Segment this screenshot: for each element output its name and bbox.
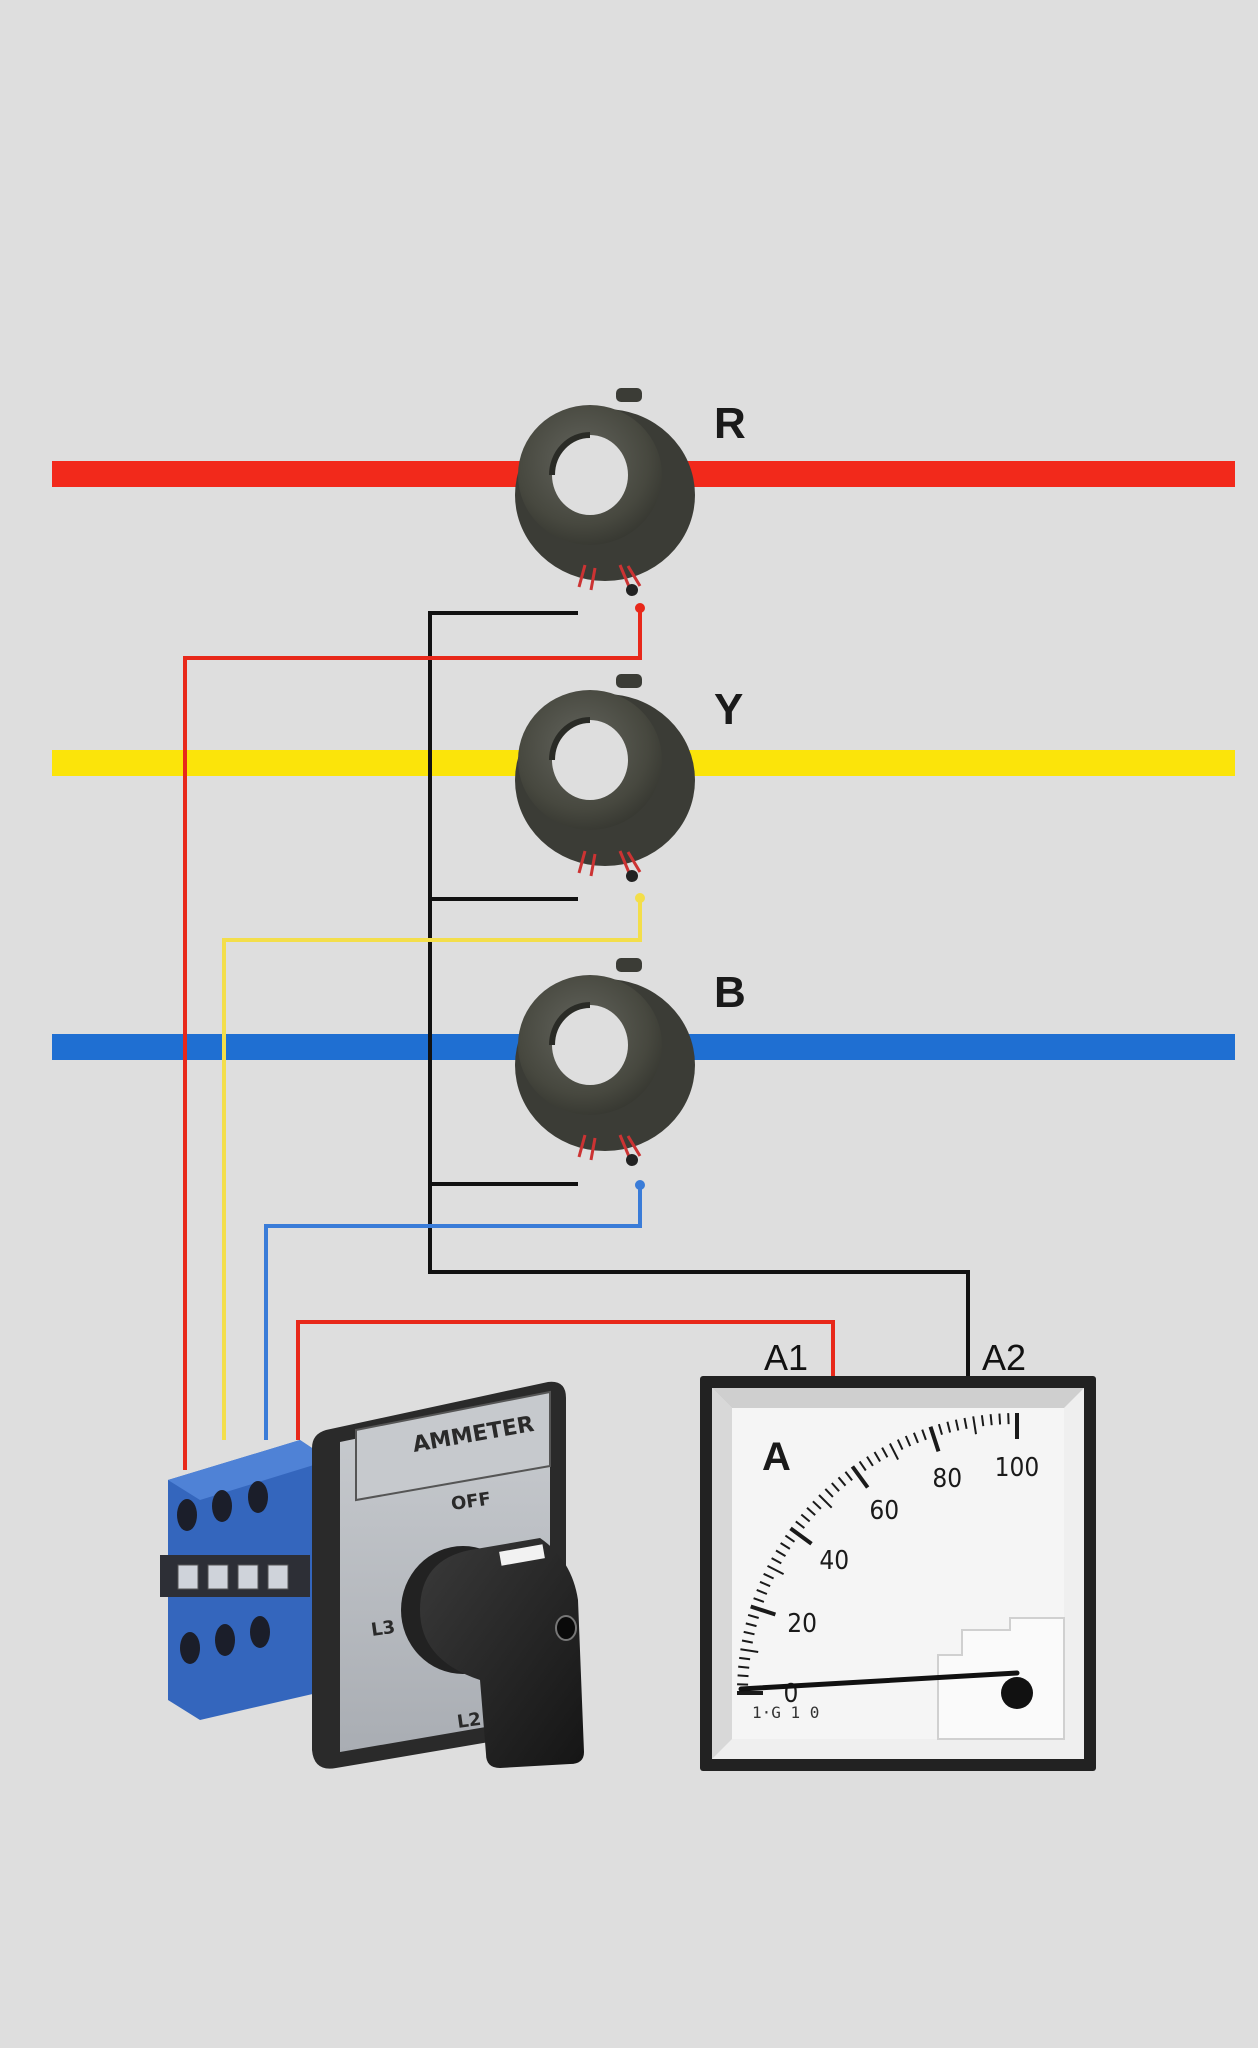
phase-y-label: Y (714, 685, 743, 734)
terminal-a2-label: A2 (982, 1337, 1026, 1378)
scale-major-tick (789, 1526, 813, 1546)
scale-minor-tick (963, 1417, 968, 1429)
scale-minor-tick (743, 1630, 755, 1636)
scale-minor-tick (980, 1415, 985, 1427)
scale-minor-tick (780, 1542, 791, 1550)
scale-minor-tick (937, 1423, 943, 1435)
scale-minor-tick (844, 1471, 853, 1482)
scale-minor-tick (740, 1648, 759, 1653)
current-transformer-r (515, 388, 695, 596)
scale-minor-tick (837, 1476, 847, 1487)
scale-minor-tick (889, 1443, 899, 1461)
meter-needle (738, 1670, 1020, 1692)
scale-minor-tick (795, 1520, 806, 1529)
scale-minor-tick (972, 1416, 977, 1435)
r-signal-wire (183, 608, 642, 1470)
scale-minor-tick (767, 1565, 785, 1575)
scale-label: 100 (995, 1453, 1040, 1483)
b-signal-wire (264, 1185, 642, 1440)
scale-label: 60 (869, 1496, 899, 1526)
scale-minor-tick (738, 1665, 750, 1669)
scale-minor-tick (866, 1456, 874, 1467)
ammeter-selector-switch: AMMETER OFF L3 L2 (160, 1381, 584, 1769)
scale-minor-tick (858, 1460, 867, 1472)
scale-minor-tick (806, 1507, 816, 1516)
common-return-wire (428, 611, 970, 1378)
meter-feed-wire (296, 1320, 835, 1440)
scale-minor-tick (896, 1439, 904, 1451)
scale-minor-tick (998, 1413, 1002, 1425)
scale-label: 40 (819, 1546, 849, 1576)
switch-position-l2: L2 (456, 1709, 483, 1733)
scale-minor-tick (753, 1597, 765, 1603)
switch-terminal-block (160, 1440, 330, 1720)
scale-minor-tick (800, 1513, 811, 1523)
scale-minor-tick (912, 1432, 919, 1444)
phase-b-label: B (714, 968, 746, 1017)
switch-knob[interactable] (420, 1538, 584, 1768)
scale-minor-tick (946, 1421, 952, 1433)
scale-minor-tick (763, 1572, 775, 1580)
scale-major-tick (928, 1426, 941, 1453)
scale-label: 80 (932, 1464, 962, 1494)
scale-minor-tick (881, 1447, 889, 1458)
switch-position-l3: L3 (370, 1617, 397, 1641)
meter-pivot-housing (937, 1617, 1065, 1740)
scale-minor-tick (756, 1588, 768, 1595)
scale-minor-tick (831, 1482, 840, 1492)
scale-minor-tick (954, 1419, 960, 1431)
scale-major-tick (750, 1604, 777, 1617)
scale-minor-tick (747, 1613, 759, 1619)
scale-minor-tick (989, 1414, 993, 1426)
terminal-a1-label: A1 (764, 1337, 808, 1378)
meter-unit-label: A (762, 1435, 791, 1479)
meter-fine-print: 1·G 1 0 (752, 1703, 819, 1722)
scale-minor-tick (741, 1639, 753, 1644)
scale-minor-tick (921, 1429, 927, 1441)
scale-label: 20 (787, 1609, 817, 1639)
scale-minor-tick (737, 1674, 749, 1678)
y-signal-wire (222, 898, 642, 1440)
scale-minor-tick (759, 1580, 771, 1588)
current-transformer-b (515, 958, 695, 1166)
scale-minor-tick (775, 1549, 787, 1557)
scale-minor-tick (771, 1557, 782, 1565)
scale-minor-tick (904, 1435, 912, 1447)
current-transformer-y (515, 674, 695, 882)
scale-minor-tick (824, 1488, 834, 1498)
scale-minor-tick (784, 1534, 796, 1543)
scale-minor-tick (873, 1451, 881, 1463)
scale-major-tick (850, 1465, 870, 1489)
scale-minor-tick (818, 1494, 833, 1509)
meter-pivot (1001, 1677, 1033, 1709)
phase-r-label: R (714, 399, 746, 448)
scale-minor-tick (739, 1656, 751, 1661)
scale-minor-tick (745, 1622, 757, 1628)
scale-minor-tick (812, 1500, 822, 1510)
